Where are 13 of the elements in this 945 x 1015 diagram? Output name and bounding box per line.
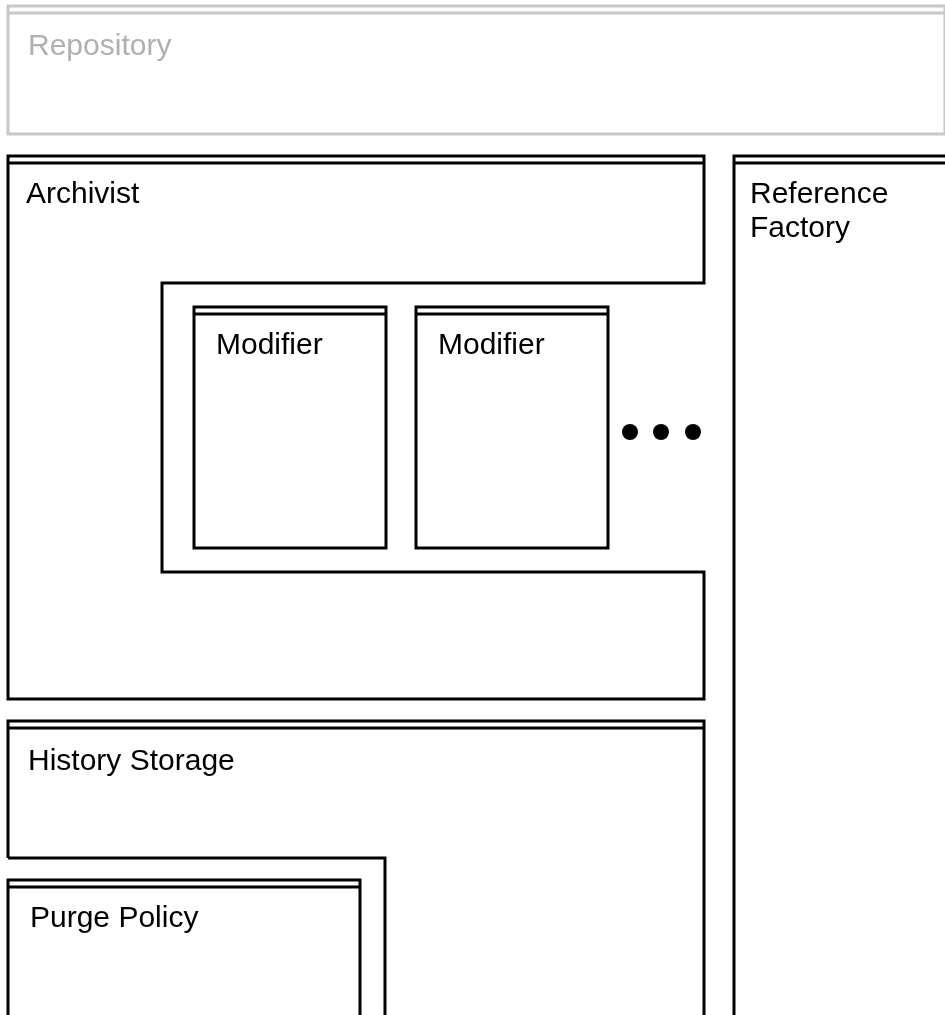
box-title: Repository <box>28 28 172 62</box>
component-box <box>416 307 608 548</box>
box-title: Modifier <box>438 327 545 361</box>
box-title: Reference Factory <box>750 176 890 244</box>
component-box <box>734 156 945 1015</box>
box-title: Archivist <box>26 176 140 210</box>
component-box <box>8 156 704 699</box>
box-title: Modifier <box>216 327 323 361</box>
component-box <box>194 307 386 548</box>
box-title: Purge Policy <box>30 900 199 934</box>
layer-box <box>8 6 945 134</box>
component-box <box>8 721 704 1015</box>
box-title: History Storage <box>28 743 235 777</box>
